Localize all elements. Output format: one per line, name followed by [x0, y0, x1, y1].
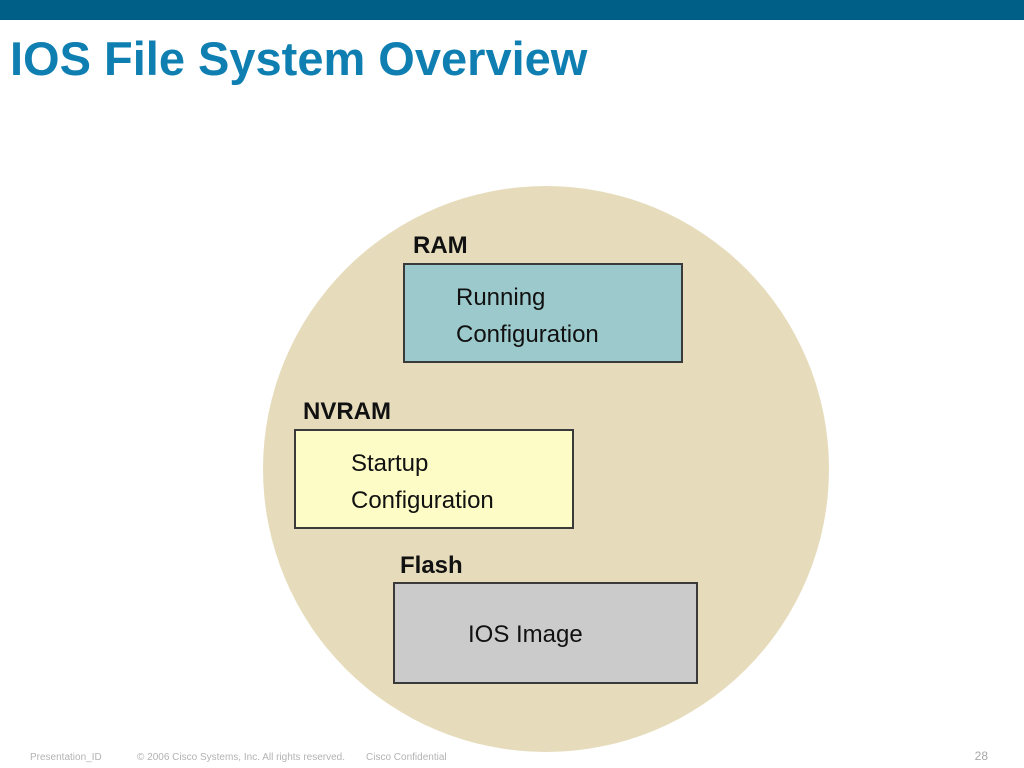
footer-confidential: Cisco Confidential	[366, 752, 447, 763]
nvram-content-line: Configuration	[351, 487, 494, 514]
startup-configuration-box: Startup Configuration	[294, 429, 574, 529]
flash-label: Flash	[400, 552, 463, 579]
ios-image-box: IOS Image	[393, 582, 698, 684]
top-banner	[0, 0, 1024, 20]
running-configuration-box: Running Configuration	[403, 263, 683, 363]
nvram-label: NVRAM	[303, 398, 391, 425]
footer-copyright: © 2006 Cisco Systems, Inc. All rights re…	[137, 752, 346, 763]
page-number: 28	[974, 749, 988, 763]
ram-content-line: Running	[456, 284, 546, 311]
slide-title: IOS File System Overview	[10, 32, 588, 85]
nvram-content-line: Startup	[351, 450, 429, 477]
ram-label: RAM	[413, 232, 468, 259]
footer-presentation-id: Presentation_ID	[30, 752, 102, 763]
ram-content-line: Configuration	[456, 321, 599, 348]
flash-content-line: IOS Image	[468, 621, 583, 648]
